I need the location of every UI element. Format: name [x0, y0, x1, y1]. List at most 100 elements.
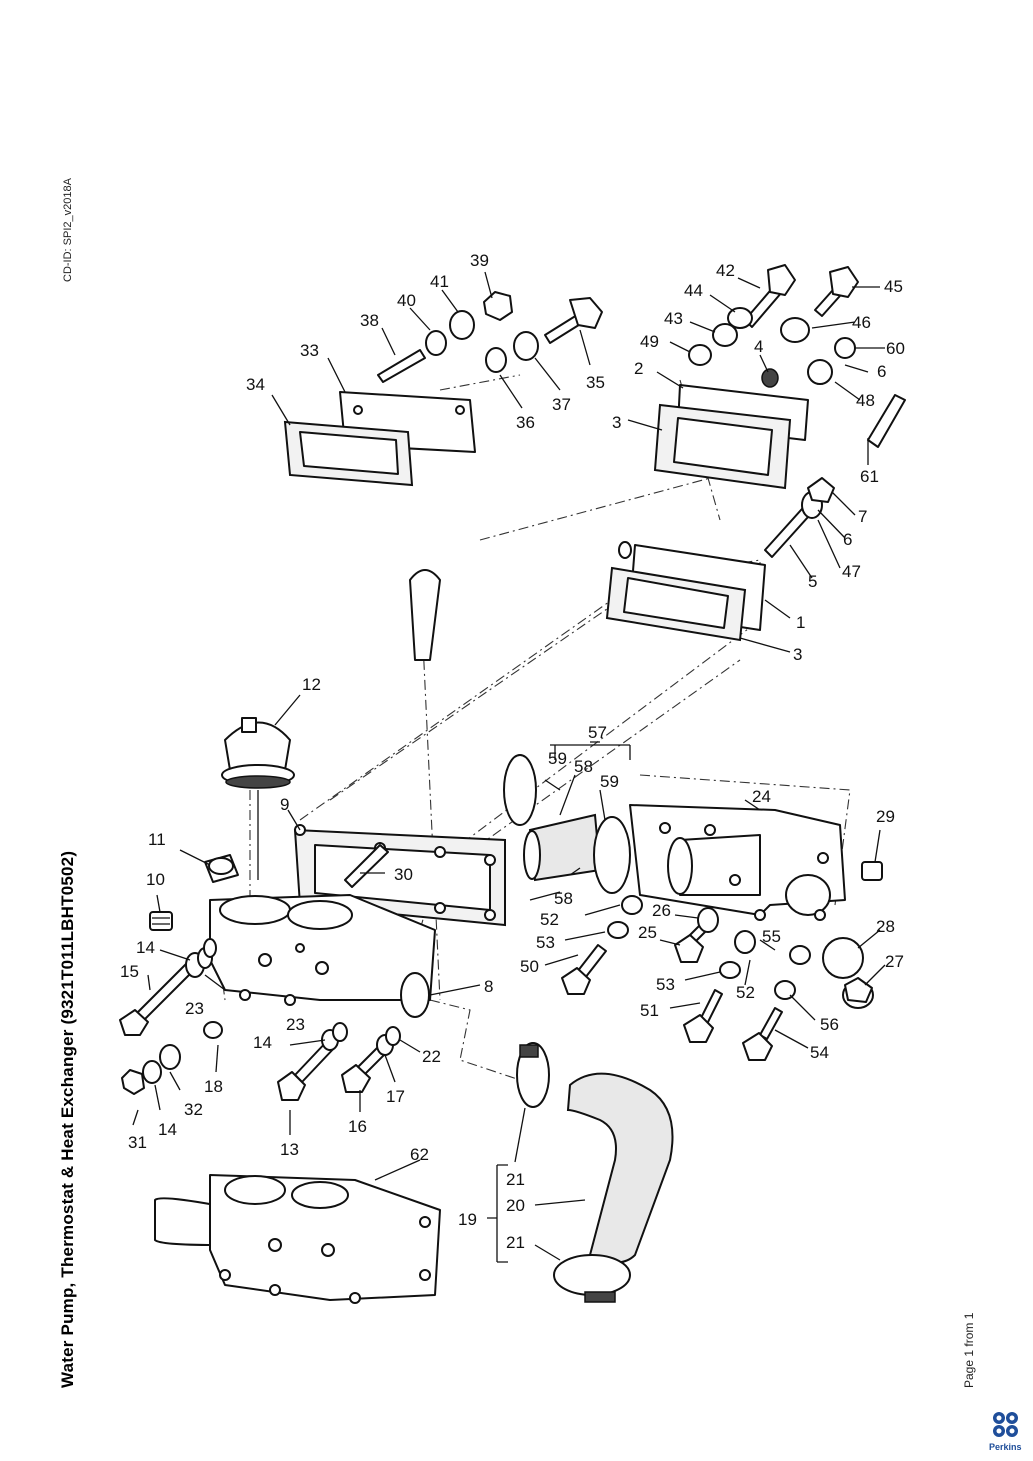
callout-15: 15	[120, 962, 139, 981]
callout-27: 27	[885, 952, 904, 971]
callout-62: 62	[410, 1145, 429, 1164]
callout-14-c: 14	[158, 1120, 177, 1139]
callout-54: 54	[810, 1043, 829, 1062]
callout-28: 28	[876, 917, 895, 936]
callout-16: 16	[348, 1117, 367, 1136]
bolt-part-13	[277, 1022, 348, 1101]
callout-11: 11	[148, 830, 166, 849]
plug-part-11	[204, 854, 239, 883]
callout-37: 37	[552, 395, 571, 414]
callout-33: 33	[300, 341, 319, 360]
callout-6-upper: 6	[877, 362, 886, 381]
stud-part-30	[344, 844, 389, 888]
washers-36-37	[485, 331, 539, 373]
callout-53-b: 53	[656, 975, 675, 994]
callout-4: 4	[754, 337, 763, 356]
thermostat-part-12	[221, 717, 295, 880]
callout-50: 50	[520, 957, 539, 976]
perkins-logo-icon: Perkins	[989, 1412, 1022, 1452]
callout-1: 1	[796, 613, 805, 632]
gasket-part-3-lower	[605, 566, 747, 642]
callout-46: 46	[852, 313, 871, 332]
stud-part-61	[867, 394, 906, 448]
svg-text:Perkins: Perkins	[989, 1442, 1022, 1452]
housing-part-62	[154, 1174, 441, 1304]
callout-39: 39	[470, 251, 489, 270]
nut-washer-parts-31-14-32	[121, 1044, 181, 1095]
bolts-42-45	[744, 264, 859, 328]
hose-clip-part-21-bottom	[553, 1254, 631, 1303]
callout-31: 31	[128, 1133, 147, 1152]
callout-32: 32	[184, 1100, 203, 1119]
callout-21-bottom: 21	[506, 1233, 525, 1252]
callout-38: 38	[360, 311, 379, 330]
hose-clip-part-21-top	[516, 1042, 550, 1108]
callout-6-lower: 6	[843, 530, 852, 549]
leader-lines	[132, 271, 886, 1261]
callout-43: 43	[664, 309, 683, 328]
bolt-part-50	[561, 944, 607, 995]
callout-34: 34	[246, 375, 265, 394]
callout-19: 19	[458, 1210, 477, 1229]
gasket-part-3-upper	[653, 403, 792, 490]
callout-26: 26	[652, 901, 671, 920]
callout-25: 25	[638, 923, 657, 942]
callout-41: 41	[430, 272, 449, 291]
callout-49: 49	[640, 332, 659, 351]
washers-52-53	[607, 895, 811, 1000]
plug-parts-27-28	[822, 937, 874, 1009]
callout-13: 13	[280, 1140, 299, 1159]
callouts: 1 2 3 3 4 5 6 6 7 8 9 10 11 12 13 14 14 …	[120, 251, 905, 1252]
callout-52-a: 52	[540, 910, 559, 929]
callout-58-b: 58	[574, 757, 593, 776]
callout-45: 45	[884, 277, 903, 296]
washers-part-14-23	[185, 938, 217, 978]
hose-clip-part-59	[503, 754, 631, 894]
callout-3-upper: 3	[612, 413, 621, 432]
callout-40: 40	[397, 291, 416, 310]
bolt-part-15	[119, 959, 198, 1036]
bolt-part-5	[764, 477, 835, 558]
callout-55: 55	[762, 927, 781, 946]
callout-22: 22	[422, 1047, 441, 1066]
callout-23-a: 23	[185, 999, 204, 1018]
callout-59-b: 59	[600, 772, 619, 791]
plug-part-29	[861, 861, 883, 881]
callout-56: 56	[820, 1015, 839, 1034]
bracket	[409, 569, 441, 661]
stud-part-38	[377, 349, 426, 383]
hose-part-58	[523, 813, 602, 882]
callout-36: 36	[516, 413, 535, 432]
cover-part-24	[629, 804, 846, 921]
callout-14-b: 14	[253, 1033, 272, 1052]
callout-42: 42	[716, 261, 735, 280]
gasket-part-34	[283, 420, 414, 487]
callout-18: 18	[204, 1077, 223, 1096]
callout-5: 5	[808, 572, 817, 591]
callout-48: 48	[856, 391, 875, 410]
callout-58-a: 58	[554, 889, 573, 908]
plug-part-10	[149, 911, 173, 931]
fittings-4-6-48-60	[761, 337, 856, 388]
callout-24: 24	[752, 787, 771, 806]
callout-8: 8	[484, 977, 493, 996]
callout-7: 7	[858, 507, 867, 526]
callout-61: 61	[860, 467, 879, 486]
callout-17: 17	[386, 1087, 405, 1106]
bolt-part-54	[742, 1007, 783, 1061]
callout-53-a: 53	[536, 933, 555, 952]
washers-40-41	[425, 310, 475, 356]
callout-14-a: 14	[136, 938, 155, 957]
callout-23-b: 23	[286, 1015, 305, 1034]
bolt-part-35	[544, 297, 603, 344]
housing-part-8	[209, 894, 436, 1018]
callout-52-b: 52	[736, 983, 755, 1002]
callout-10: 10	[146, 870, 165, 889]
callout-3-lower: 3	[793, 645, 802, 664]
callout-51: 51	[640, 1001, 659, 1020]
callout-60: 60	[886, 339, 905, 358]
callout-59-a: 59	[548, 749, 567, 768]
callout-57: 57	[588, 723, 607, 742]
callout-29: 29	[876, 807, 895, 826]
